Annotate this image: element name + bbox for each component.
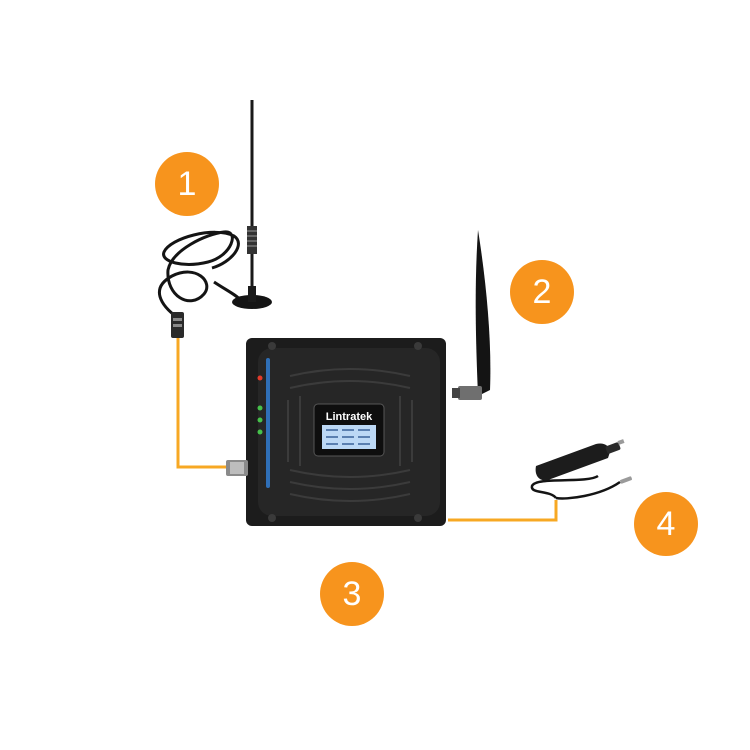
antenna-coil [247, 226, 257, 254]
step-badge-3: 3 [320, 562, 384, 626]
magnetic-antenna [158, 100, 272, 338]
led-band-2 [257, 417, 263, 423]
adapter-plug-body [535, 443, 610, 481]
whip-antenna [452, 230, 491, 400]
led-strip [266, 358, 270, 488]
step-badge-4: 4 [634, 492, 698, 556]
adapter-dc-tip [619, 476, 633, 484]
step-badge-1: 1 [155, 152, 219, 216]
booster-unit: Lintratek [226, 338, 446, 526]
adapter-cable [530, 474, 621, 500]
led-band-3 [257, 429, 263, 435]
led-band-1 [257, 405, 263, 411]
cable-outdoor-antenna [176, 335, 228, 469]
whip-antenna-connector [458, 386, 482, 400]
cable-power-adapter [448, 500, 558, 522]
antenna-coiled-cable [158, 230, 242, 320]
lcd-segments [326, 429, 370, 445]
led-alarm [257, 375, 263, 381]
heat-sink-ridges [287, 368, 413, 502]
power-adapter [530, 439, 633, 500]
step-badge-2: 2 [510, 260, 574, 324]
whip-antenna-body [475, 230, 491, 396]
brand-logo: Lintratek [326, 411, 373, 423]
